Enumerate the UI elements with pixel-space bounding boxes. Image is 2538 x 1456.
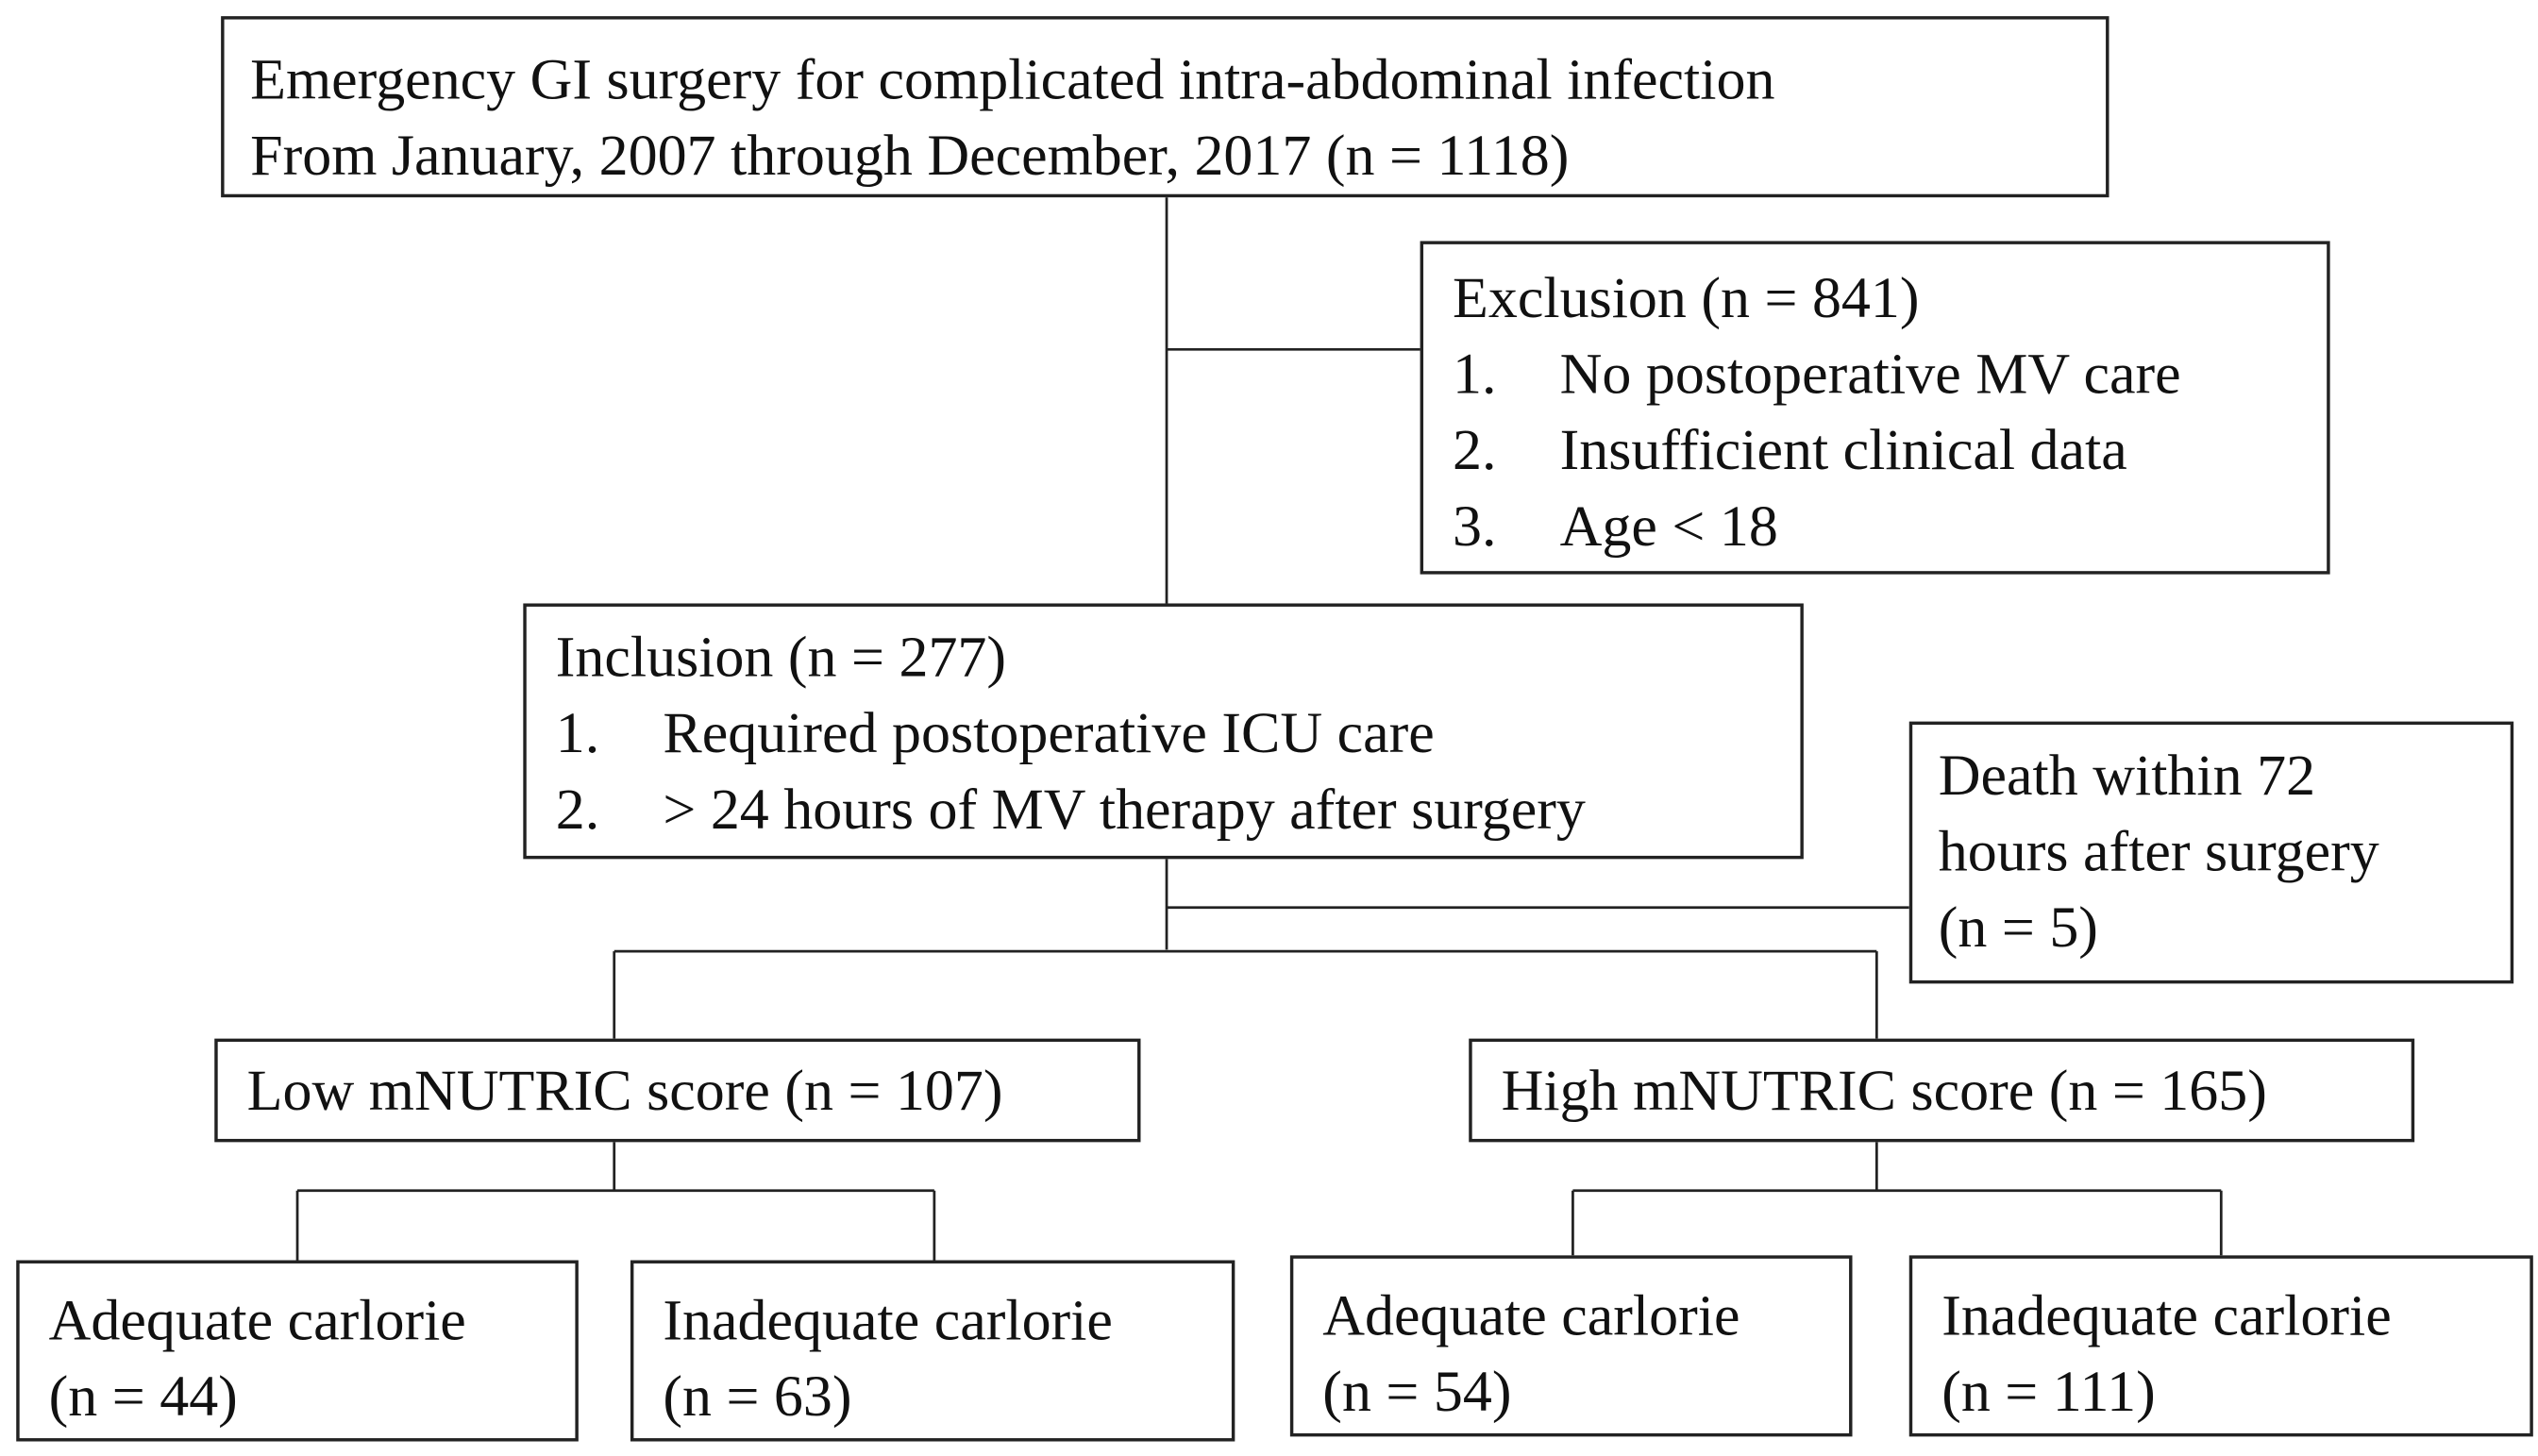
exclusion-item-number: 1. (1453, 341, 1497, 407)
high-inadequate-label: Inadequate carlorie (1941, 1282, 2392, 1348)
low-adequate-box: Adequate carlorie (n = 44) (16, 1260, 579, 1442)
inclusion-item-number: 1. (555, 700, 600, 765)
low-inadequate-box: Inadequate carlorie (n = 63) (630, 1260, 1235, 1442)
low-adequate-count: (n = 44) (48, 1364, 238, 1429)
inclusion-title: Inclusion (n = 277) (555, 624, 1007, 690)
high-mnutric-label: High mNUTRIC score (n = 165) (1501, 1058, 2267, 1123)
death-line-2: hours after surgery (1938, 818, 2379, 884)
exclusion-item: 2. Insufficient clinical data (1453, 412, 2327, 489)
high-adequate-label: Adequate carlorie (1322, 1282, 1740, 1348)
inclusion-item-number: 2. (555, 776, 600, 842)
exclusion-title: Exclusion (n = 841) (1453, 265, 1920, 330)
source-line-2: From January, 2007 through December, 201… (250, 123, 1570, 188)
exclusion-item-text: No postoperative MV care (1559, 341, 2181, 407)
high-inadequate-count: (n = 111) (1941, 1359, 2156, 1424)
exclusion-item-text: Insufficient clinical data (1559, 417, 2127, 482)
inclusion-item-text: Required postoperative ICU care (663, 700, 1435, 765)
source-line-1: Emergency GI surgery for complicated int… (250, 46, 1775, 112)
exclusion-item: 3. Age < 18 (1453, 489, 2327, 565)
exclusion-item-number: 2. (1453, 417, 1497, 482)
low-adequate-label: Adequate carlorie (48, 1287, 466, 1353)
source-box: Emergency GI surgery for complicated int… (221, 16, 2109, 198)
inclusion-item: 2. > 24 hours of MV therapy after surgery (556, 772, 1801, 848)
high-adequate-count: (n = 54) (1322, 1359, 1512, 1424)
death-line-3: (n = 5) (1938, 895, 2098, 960)
low-inadequate-count: (n = 63) (663, 1364, 852, 1429)
high-inadequate-box: Inadequate carlorie (n = 111) (1908, 1255, 2533, 1437)
high-adequate-box: Adequate carlorie (n = 54) (1289, 1255, 1853, 1437)
high-mnutric-box: High mNUTRIC score (n = 165) (1469, 1038, 2415, 1143)
death-line-1: Death within 72 (1938, 742, 2316, 808)
exclusion-item-text: Age < 18 (1559, 493, 1778, 559)
death-box: Death within 72 hours after surgery (n =… (1908, 721, 2514, 984)
low-inadequate-label: Inadequate carlorie (663, 1287, 1113, 1353)
exclusion-item-number: 3. (1453, 493, 1497, 559)
inclusion-item-text: > 24 hours of MV therapy after surgery (663, 776, 1586, 842)
low-mnutric-label: Low mNUTRIC score (n = 107) (246, 1058, 1003, 1123)
low-mnutric-box: Low mNUTRIC score (n = 107) (214, 1038, 1141, 1143)
exclusion-box: Exclusion (n = 841) 1. No postoperative M… (1420, 241, 2330, 575)
inclusion-item: 1. Required postoperative ICU care (556, 695, 1801, 772)
inclusion-box: Inclusion (n = 277) 1. Required postopera… (523, 603, 1804, 860)
exclusion-item: 1. No postoperative MV care (1453, 337, 2327, 413)
